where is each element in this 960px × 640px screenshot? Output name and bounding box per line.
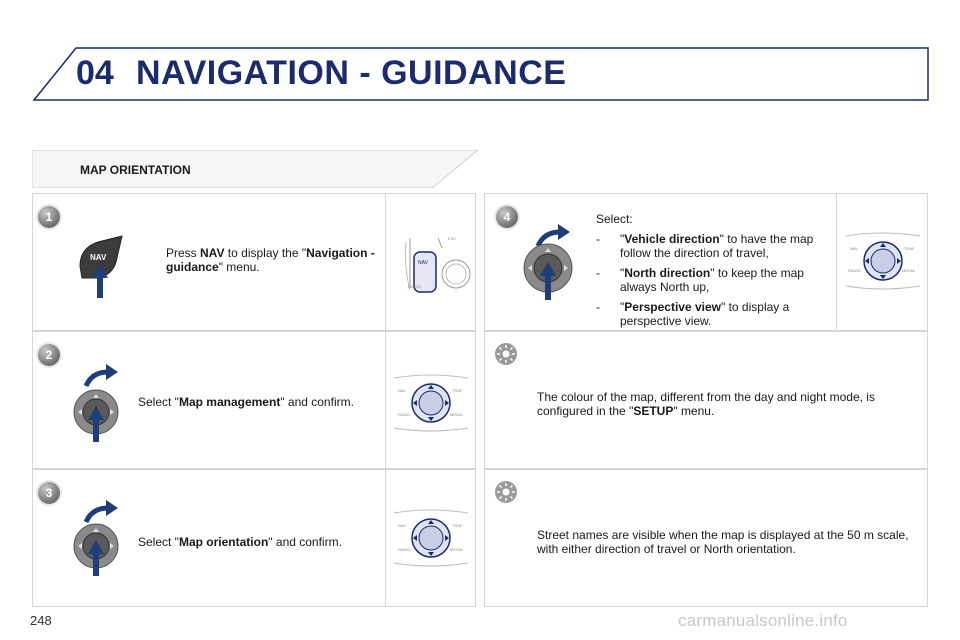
console-knob-illustration: NAV RADIO TRAF MEDIA xyxy=(393,374,469,432)
svg-text:RADIO: RADIO xyxy=(848,268,861,273)
section-title: MAP ORIENTATION xyxy=(80,163,191,177)
tip-panel-2 xyxy=(484,469,928,607)
tip-1-text: The colour of the map, different from th… xyxy=(537,390,875,418)
panel-divider xyxy=(385,193,386,607)
panel-divider xyxy=(836,193,837,331)
step-3-text: Select "Map orientation" and confirm. xyxy=(138,535,342,549)
header-frame xyxy=(32,47,929,101)
svg-text:RADIO: RADIO xyxy=(408,284,421,289)
console-knob-illustration: NAV RADIO TRAF MEDIA xyxy=(393,509,469,567)
console-nav-illustration: NAV RADIO ESC xyxy=(405,236,471,293)
list-item: -"North direction" to keep the map alway… xyxy=(596,266,804,294)
svg-text:ESC: ESC xyxy=(448,236,456,241)
rotary-knob-illustration xyxy=(523,224,573,300)
step-4-intro: Select: xyxy=(596,212,633,226)
list-item: -"Vehicle direction" to have the map fol… xyxy=(596,232,814,260)
svg-text:TRAF: TRAF xyxy=(452,523,463,528)
rotary-knob-illustration xyxy=(73,364,119,442)
chapter-number: 04 xyxy=(76,54,114,92)
section-banner xyxy=(32,150,478,188)
sun-icon xyxy=(495,481,517,503)
svg-text:MEDIA: MEDIA xyxy=(450,412,463,417)
svg-text:MEDIA: MEDIA xyxy=(902,268,915,273)
watermark: carmanualsonline.info xyxy=(678,611,848,630)
svg-text:NAV: NAV xyxy=(398,523,406,528)
page-header: 04 NAVIGATION - GUIDANCE xyxy=(0,0,960,110)
svg-text:TRAF: TRAF xyxy=(452,388,463,393)
rotary-knob-illustration xyxy=(73,500,119,576)
svg-text:RADIO: RADIO xyxy=(398,547,411,552)
svg-text:MEDIA: MEDIA xyxy=(450,547,463,552)
step-4-text: Select: -"Vehicle direction" to have the… xyxy=(596,212,832,334)
sun-icon xyxy=(495,343,517,365)
console-knob-illustration: NAV RADIO TRAF MEDIA xyxy=(845,232,921,290)
svg-text:RADIO: RADIO xyxy=(398,412,411,417)
svg-text:TRAF: TRAF xyxy=(904,246,915,251)
step-1-text: Press NAV to display the "Navigation - g… xyxy=(166,246,375,274)
page-title: NAVIGATION - GUIDANCE xyxy=(136,54,567,92)
nav-button-label: NAV xyxy=(90,253,107,262)
page-number: 248 xyxy=(30,613,52,628)
orientation-options-list: -"Vehicle direction" to have the map fol… xyxy=(596,232,832,328)
svg-text:NAV: NAV xyxy=(398,388,406,393)
step-badge-2: 2 xyxy=(38,344,60,366)
nav-button-press-illustration: NAV xyxy=(79,235,123,298)
step-badge-4: 4 xyxy=(496,206,518,228)
step-badge-1: 1 xyxy=(38,206,60,228)
step-badge-3: 3 xyxy=(38,482,60,504)
tip-panel-1 xyxy=(484,331,928,469)
svg-text:NAV: NAV xyxy=(418,260,429,266)
svg-text:NAV: NAV xyxy=(850,246,858,251)
step-2-text: Select "Map management" and confirm. xyxy=(138,395,354,409)
tip-2-text: Street names are visible when the map is… xyxy=(537,528,909,556)
list-item: -"Perspective view" to display a perspec… xyxy=(596,300,790,328)
